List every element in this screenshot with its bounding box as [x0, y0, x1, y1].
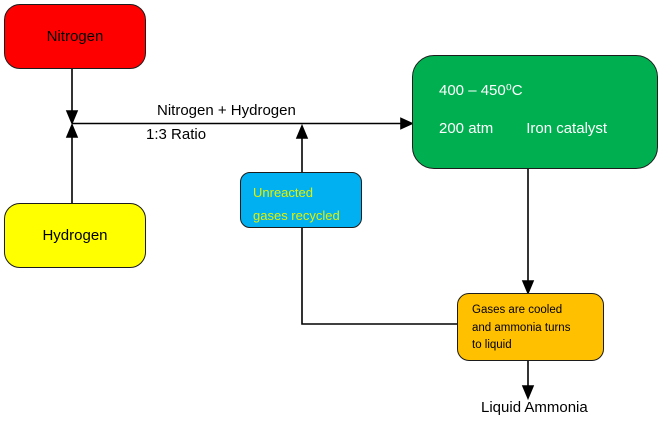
- nitrogen-feed-arrowhead: [65, 110, 79, 126]
- reactor-temperature: 400 – 450⁰C: [439, 82, 523, 99]
- reactor-catalyst: Iron catalyst: [526, 120, 608, 137]
- reactor-pressure: 200 atm: [439, 120, 494, 137]
- hydrogen-label: Hydrogen: [42, 227, 108, 244]
- cooling-line-2: and ammonia turns: [472, 321, 571, 334]
- recycle-line-1: Unreacted: [253, 185, 313, 200]
- stream-label: Nitrogen + Hydrogen: [157, 102, 296, 119]
- hydrogen-feed-arrowhead: [65, 122, 79, 138]
- reactor-output-arrowhead: [521, 280, 535, 296]
- reactor-conditions-row: 200 atm Iron catalyst: [439, 120, 657, 137]
- recycle-line-2: gases recycled: [253, 208, 340, 223]
- liquid-output-arrowhead: [521, 385, 535, 401]
- recycle-up-arrowhead: [295, 123, 309, 139]
- cooling-line-3: to liquid: [472, 339, 512, 351]
- reactor-conditions-box: 400 – 450⁰C 200 atm Iron catalyst: [412, 55, 658, 169]
- recycle-box: Unreacted gases recycled: [240, 172, 362, 228]
- recycle-return-line: [301, 228, 457, 325]
- nitrogen-box: Nitrogen: [4, 4, 146, 69]
- nitrogen-label: Nitrogen: [46, 28, 104, 45]
- cooling-line-1: Gases are cooled: [472, 304, 563, 316]
- liquid-ammonia-label: Liquid Ammonia: [481, 399, 588, 416]
- cooling-box: Gases are cooled and ammonia turns to li…: [457, 293, 604, 361]
- hydrogen-box: Hydrogen: [4, 203, 146, 268]
- ratio-label: 1:3 Ratio: [146, 126, 207, 143]
- mixture-arrowhead: [400, 117, 414, 130]
